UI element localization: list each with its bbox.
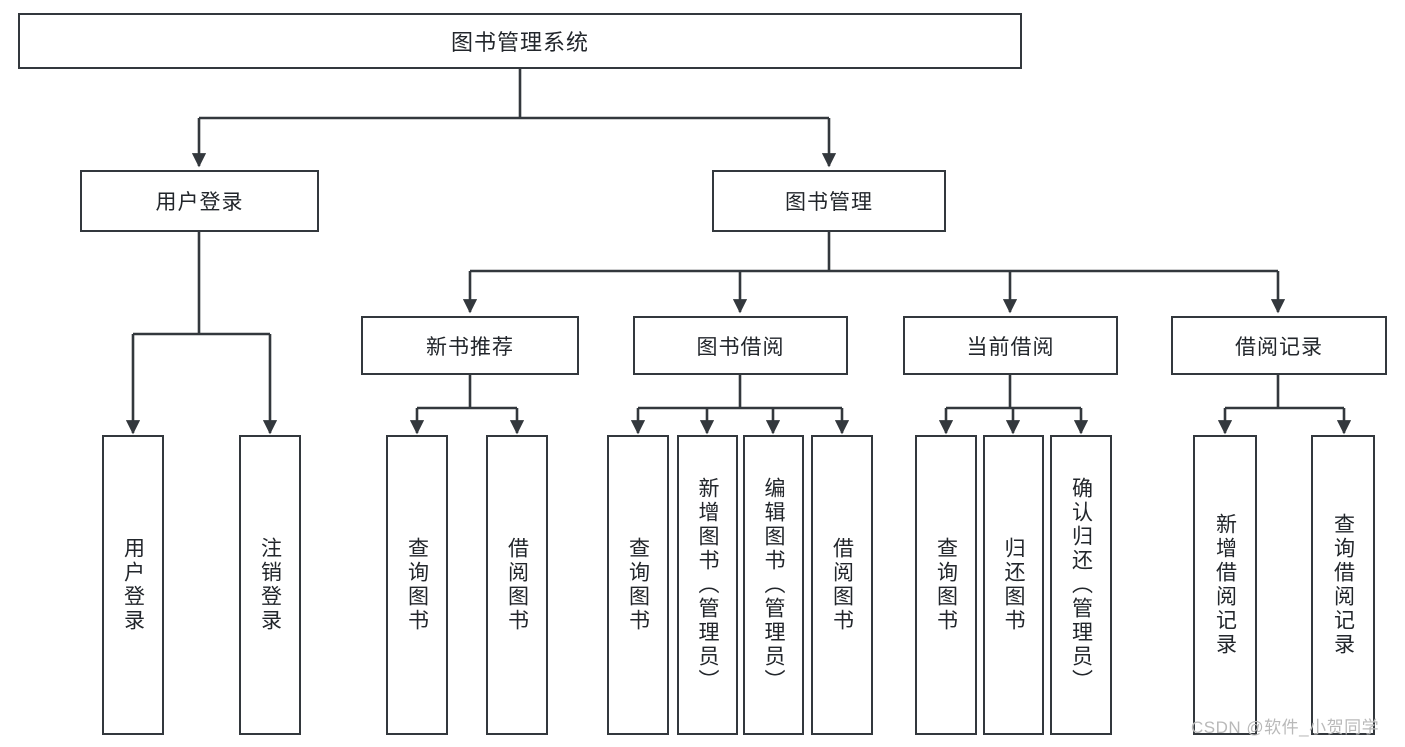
leaf-borrow-record-add[interactable]: 新增借阅记录 (1193, 435, 1257, 735)
leaf-new-book-borrow[interactable]: 借阅图书 (486, 435, 548, 735)
leaf-label: 注销登录 (258, 537, 282, 633)
node-user-login[interactable]: 用户登录 (80, 170, 319, 232)
leaf-label: 查询图书 (934, 537, 958, 633)
leaf-label: 查询借阅记录 (1331, 513, 1355, 657)
leaf-user-login-login[interactable]: 用户登录 (102, 435, 164, 735)
leaf-label: 借阅图书 (505, 537, 529, 633)
node-book-management[interactable]: 图书管理 (712, 170, 946, 232)
node-current-borrow[interactable]: 当前借阅 (903, 316, 1118, 375)
leaf-label: 归还图书 (1002, 537, 1025, 633)
leaf-user-login-logout[interactable]: 注销登录 (239, 435, 301, 735)
watermark-text: CSDN @软件_小贺同学 (1191, 718, 1380, 737)
node-borrow-record[interactable]: 借阅记录 (1171, 316, 1387, 375)
leaf-book-borrow-query[interactable]: 查询图书 (607, 435, 669, 735)
leaf-book-borrow-edit[interactable]: 编辑图书（管理员） (743, 435, 804, 735)
leaf-label: 用户登录 (121, 537, 145, 633)
leaf-label: 查询图书 (626, 537, 650, 633)
leaf-label: 确认归还（管理员） (1069, 477, 1093, 693)
leaf-book-borrow-add[interactable]: 新增图书（管理员） (677, 435, 738, 735)
node-new-book-recommend[interactable]: 新书推荐 (361, 316, 579, 375)
leaf-new-book-query[interactable]: 查询图书 (386, 435, 448, 735)
leaf-current-borrow-query[interactable]: 查询图书 (915, 435, 977, 735)
node-root-system[interactable]: 图书管理系统 (18, 13, 1022, 69)
leaf-label: 借阅图书 (830, 537, 854, 633)
leaf-borrow-record-query[interactable]: 查询借阅记录 (1311, 435, 1375, 735)
leaf-current-borrow-confirm[interactable]: 确认归还（管理员） (1050, 435, 1112, 735)
leaf-label: 新增图书（管理员） (696, 477, 719, 693)
node-book-borrow[interactable]: 图书借阅 (633, 316, 848, 375)
leaf-label: 查询图书 (405, 537, 429, 633)
leaf-current-borrow-return[interactable]: 归还图书 (983, 435, 1044, 735)
leaf-book-borrow-borrow[interactable]: 借阅图书 (811, 435, 873, 735)
leaf-label: 新增借阅记录 (1213, 513, 1237, 657)
leaf-label: 编辑图书（管理员） (762, 477, 785, 693)
